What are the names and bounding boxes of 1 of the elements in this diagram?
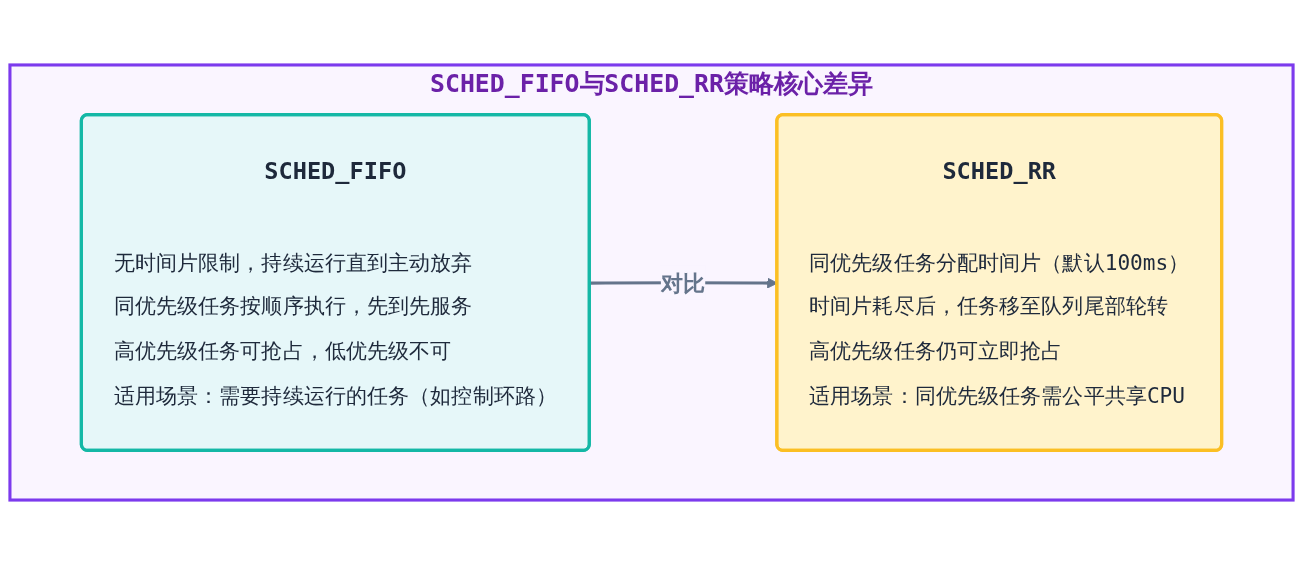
edge-label: 对比 <box>660 269 706 296</box>
